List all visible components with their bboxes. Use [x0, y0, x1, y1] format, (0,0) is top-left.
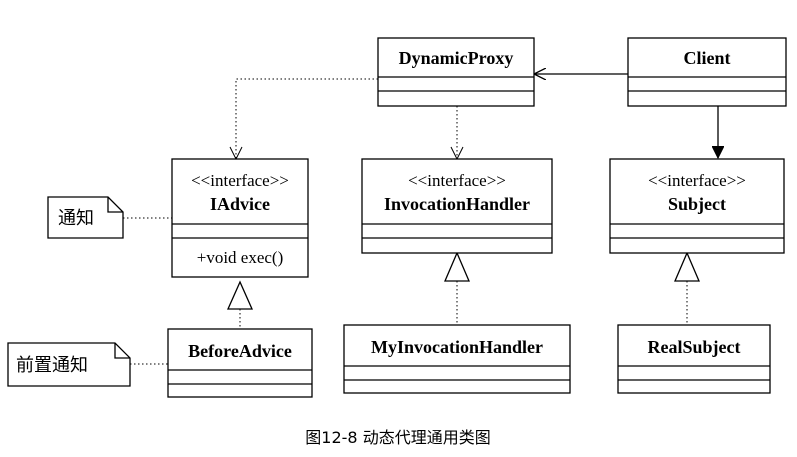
invocation-handler-name: InvocationHandler — [384, 194, 530, 214]
my-invocation-handler-class: MyInvocationHandler — [343, 324, 571, 394]
invocation-handler-stereotype: <<interface>> — [408, 171, 506, 190]
before-advice-class: BeforeAdvice — [167, 328, 313, 398]
client-name: Client — [684, 48, 731, 68]
subject-stereotype: <<interface>> — [648, 171, 746, 190]
proxy-to-advice-dependency — [235, 78, 378, 158]
figure-caption: 图12-8 动态代理通用类图 — [305, 428, 490, 447]
dynamic-proxy-class: DynamicProxy — [377, 37, 535, 107]
subject-realization-triangle — [674, 251, 700, 282]
invocation-handler-interface: <<interface>> InvocationHandler — [361, 158, 553, 254]
my-invocation-handler-name: MyInvocationHandler — [371, 337, 543, 357]
iadvice-interface: <<interface>> IAdvice +void exec() — [171, 158, 309, 278]
real-subject-class: RealSubject — [617, 324, 771, 394]
advice-note: 通知 — [47, 196, 124, 239]
advice-note-text: 通知 — [58, 208, 94, 229]
before-advice-note: 前置通知 — [7, 342, 131, 387]
real-subject-name: RealSubject — [648, 337, 741, 357]
client-class: Client — [627, 37, 787, 107]
iadvice-stereotype: <<interface>> — [191, 171, 289, 190]
before-advice-name: BeforeAdvice — [188, 341, 292, 361]
dynamic-proxy-name: DynamicProxy — [399, 48, 514, 68]
proxy-to-handler-arrowhead — [450, 146, 464, 161]
before-note-text: 前置通知 — [16, 355, 88, 376]
handler-realization-triangle — [444, 251, 470, 282]
advice-realization-triangle — [226, 280, 254, 310]
iadvice-method: +void exec() — [197, 248, 284, 267]
subject-name: Subject — [668, 194, 726, 214]
subject-interface: <<interface>> Subject — [609, 158, 785, 254]
iadvice-name: IAdvice — [210, 194, 270, 214]
